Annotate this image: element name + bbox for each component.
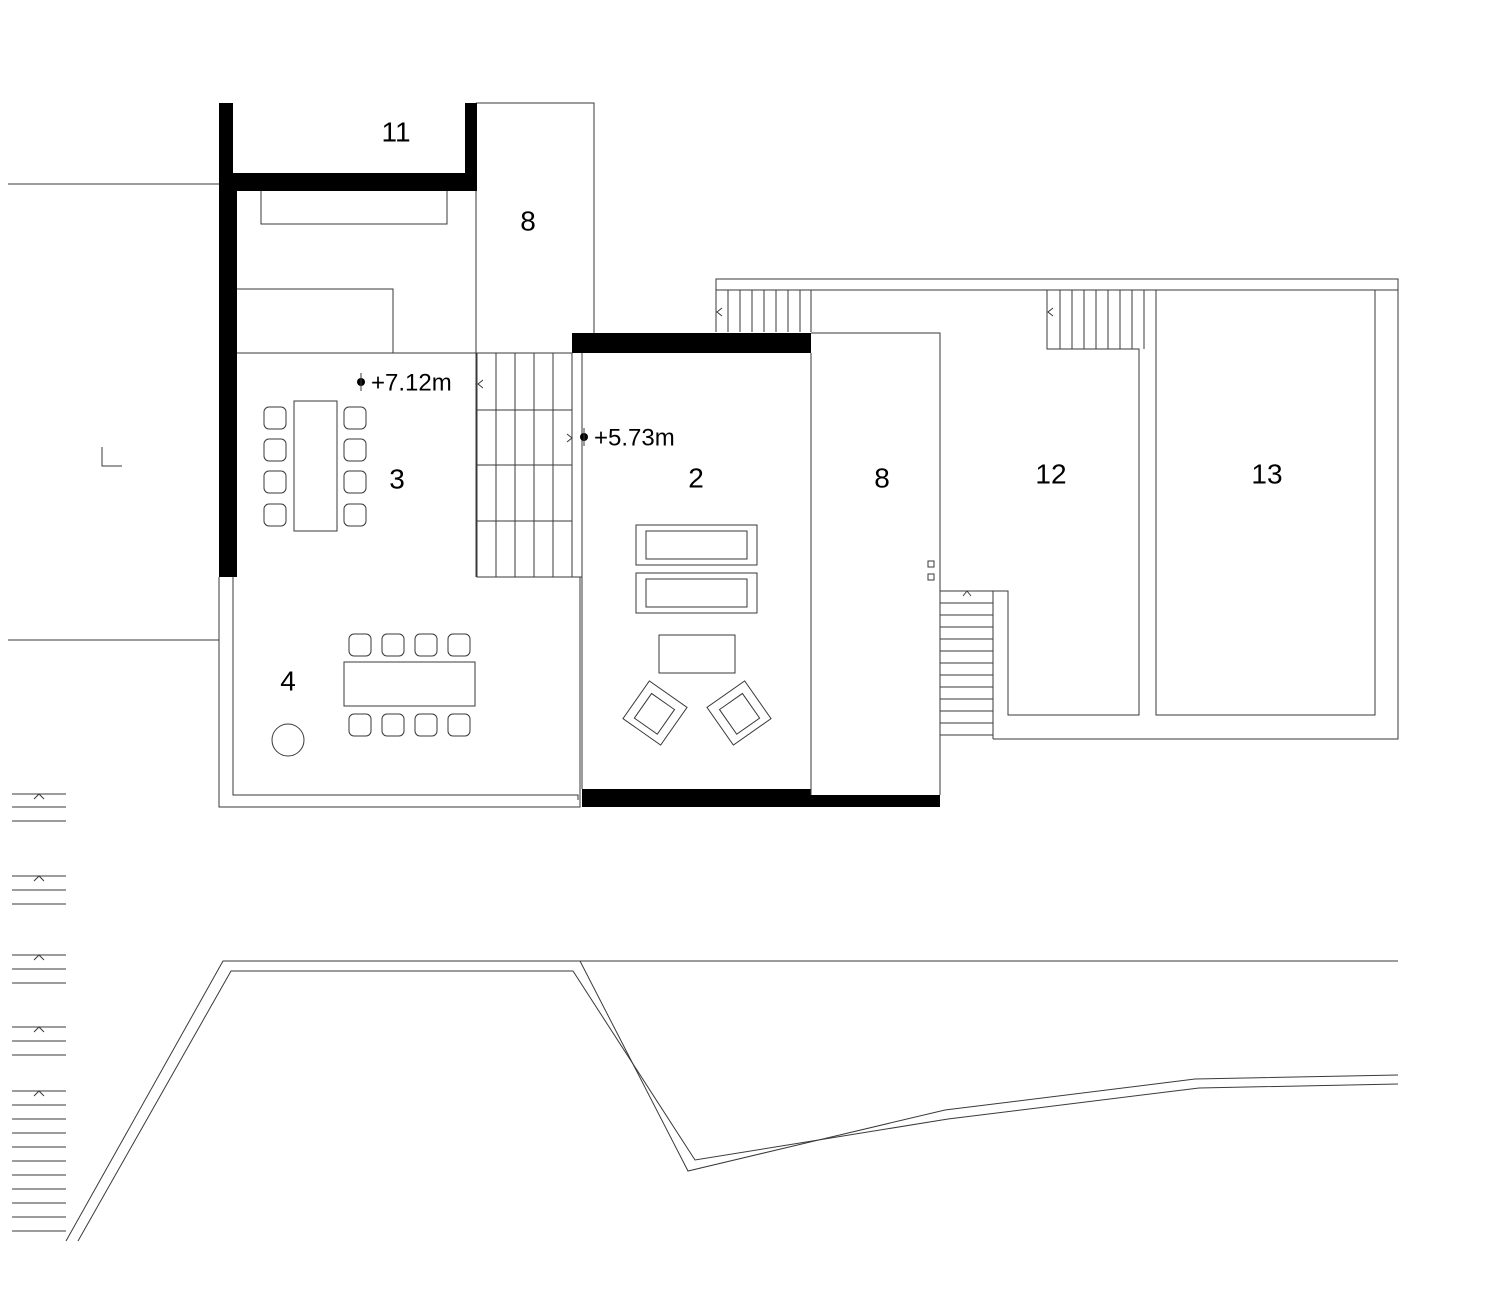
room-labels: 11 8 3 2 8 12 13 4 <box>280 116 1282 696</box>
furniture-room-3 <box>237 191 448 532</box>
room-label-3: 3 <box>389 463 405 494</box>
room-label-8-mid: 8 <box>874 462 890 493</box>
site-lines <box>8 183 219 641</box>
room-label-12: 12 <box>1035 458 1066 489</box>
room-2-outline <box>581 353 812 795</box>
stair-left-exterior <box>12 793 66 1232</box>
level-label-upper: +7.12m <box>371 369 452 396</box>
stair-central <box>476 352 573 578</box>
level-markers: +7.12m +5.73m <box>357 369 675 451</box>
stair-lower-right <box>940 590 993 736</box>
room-label-2: 2 <box>688 462 704 493</box>
stair-top-right <box>1047 290 1145 349</box>
furniture-room-4 <box>271 633 476 757</box>
room-label-8-top: 8 <box>520 205 536 236</box>
building-outline <box>218 102 1399 808</box>
room-label-11: 11 <box>381 116 410 147</box>
room-label-13: 13 <box>1251 458 1282 489</box>
walls <box>219 103 940 807</box>
stair-top-left <box>716 290 812 332</box>
furniture-room-2 <box>622 524 772 746</box>
level-label-lower: +5.73m <box>594 424 675 451</box>
room-label-4: 4 <box>280 665 296 696</box>
terrain-outline <box>65 960 1399 1242</box>
